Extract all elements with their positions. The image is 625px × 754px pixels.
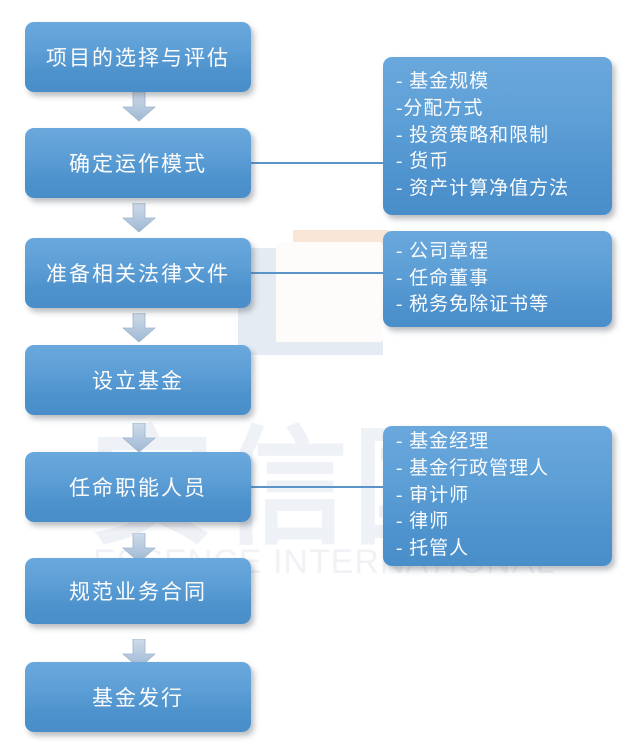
arrow-down-icon-4 [122, 423, 156, 453]
callout-1-line-3: - 投资策略和限制 [396, 124, 550, 146]
flow-step-3[interactable]: 准备相关法律文件 [25, 238, 251, 308]
callout-3-line-2: - 基金行政管理人 [396, 457, 550, 479]
callout-1-line-2: -分配方式 [396, 97, 484, 119]
callout-appointed-roles[interactable]: - 基金经理 - 基金行政管理人 - 审计师 - 律师 - 托管人 [383, 426, 612, 566]
flow-step-4[interactable]: 设立基金 [25, 345, 251, 415]
callout-2-line-1: - 公司章程 [396, 240, 490, 262]
flow-step-7-label: 基金发行 [92, 686, 184, 710]
flow-step-2[interactable]: 确定运作模式 [25, 128, 251, 198]
callout-2-line-3: - 税务免除证书等 [396, 294, 550, 316]
flow-step-2-label: 确定运作模式 [69, 152, 207, 176]
flow-step-6[interactable]: 规范业务合同 [25, 558, 251, 624]
callout-1-line-5: - 资产计算净值方法 [396, 178, 570, 200]
connector-line-1 [251, 162, 385, 164]
callout-1-line-4: - 货币 [396, 151, 450, 173]
flow-step-5[interactable]: 任命职能人员 [25, 452, 251, 522]
arrow-down-icon-1 [122, 92, 156, 122]
callout-3-line-3: - 审计师 [396, 484, 470, 506]
arrow-down-icon-5 [122, 533, 156, 563]
flow-step-1[interactable]: 项目的选择与评估 [25, 22, 251, 92]
callout-legal-documents[interactable]: - 公司章程 - 任命董事 - 税务免除证书等 [383, 231, 612, 327]
connector-line-2 [251, 272, 385, 274]
callout-2-line-2: - 任命董事 [396, 267, 490, 289]
flow-step-3-label: 准备相关法律文件 [46, 262, 230, 286]
arrow-down-icon-3 [122, 313, 156, 343]
flow-step-1-label: 项目的选择与评估 [46, 46, 230, 70]
callout-3-line-1: - 基金经理 [396, 430, 490, 452]
arrow-down-icon-6 [122, 639, 156, 669]
callout-3-line-4: - 律师 [396, 511, 450, 533]
flow-step-5-label: 任命职能人员 [69, 476, 207, 500]
callout-operating-mode[interactable]: - 基金规模 -分配方式 - 投资策略和限制 - 货币 - 资产计算净值方法 [383, 57, 612, 215]
flow-step-4-label: 设立基金 [92, 369, 184, 393]
flow-step-7[interactable]: 基金发行 [25, 662, 251, 732]
arrow-down-icon-2 [122, 203, 156, 233]
flow-step-6-label: 规范业务合同 [69, 580, 207, 604]
connector-line-3 [251, 486, 385, 488]
callout-1-line-1: - 基金规模 [396, 70, 490, 92]
callout-3-line-5: - 托管人 [396, 538, 470, 560]
